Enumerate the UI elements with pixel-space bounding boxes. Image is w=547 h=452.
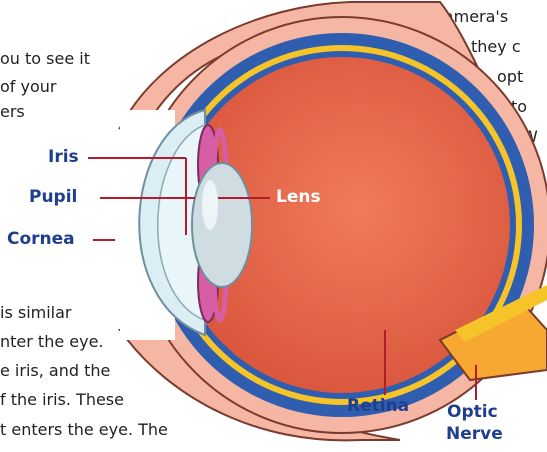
label-cornea: Cornea (7, 229, 75, 249)
lens (192, 163, 252, 287)
label-lens: Lens (276, 187, 321, 207)
label-optic-nerve-2: Nerve (446, 424, 503, 444)
label-retina: Retina (347, 396, 409, 416)
lens-highlight (202, 180, 218, 230)
label-pupil: Pupil (29, 187, 77, 207)
label-iris: Iris (48, 147, 79, 167)
label-optic-nerve-1: Optic (447, 402, 498, 422)
